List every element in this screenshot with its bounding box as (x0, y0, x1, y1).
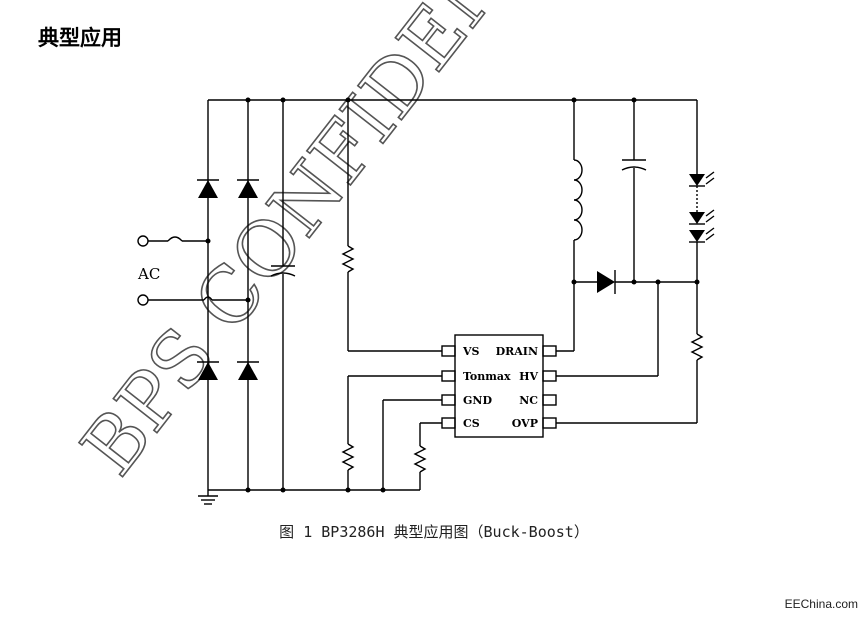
pin-tonmax: Tonmax (463, 370, 511, 383)
vs-resistor (341, 100, 442, 352)
ac-input: AC (137, 235, 248, 306)
ovp-resistor (556, 282, 704, 424)
pin-cs: CS (463, 417, 480, 430)
inductor (556, 100, 583, 352)
bridge-diode-3 (197, 361, 219, 380)
cs-resistor (413, 422, 442, 490)
led-string (689, 100, 715, 282)
pin-ovp: OVP (512, 417, 538, 430)
section-heading: 典型应用 (38, 26, 122, 50)
pin-hv: HV (519, 370, 538, 383)
controller-ic: VS Tonmax GND CS DRAIN HV NC OVP (441, 334, 557, 438)
ground-symbol (198, 490, 218, 505)
figure-caption: 图 1 BP3286H 典型应用图（Buck-Boost） (279, 523, 589, 541)
pin-nc: NC (519, 394, 538, 407)
site-logo: EEChina.com (784, 597, 858, 611)
ac-label: AC (137, 265, 160, 283)
bridge-diode-2 (237, 179, 259, 198)
pin-vs: VS (462, 345, 480, 358)
pin-gnd: GND (463, 394, 492, 407)
pin-drain: DRAIN (496, 345, 538, 358)
input-capacitor (270, 100, 296, 490)
bridge-diode-1 (197, 179, 219, 198)
tonmax-resistor (341, 375, 442, 490)
output-capacitor (621, 100, 647, 282)
bridge-diode-4 (237, 361, 259, 380)
